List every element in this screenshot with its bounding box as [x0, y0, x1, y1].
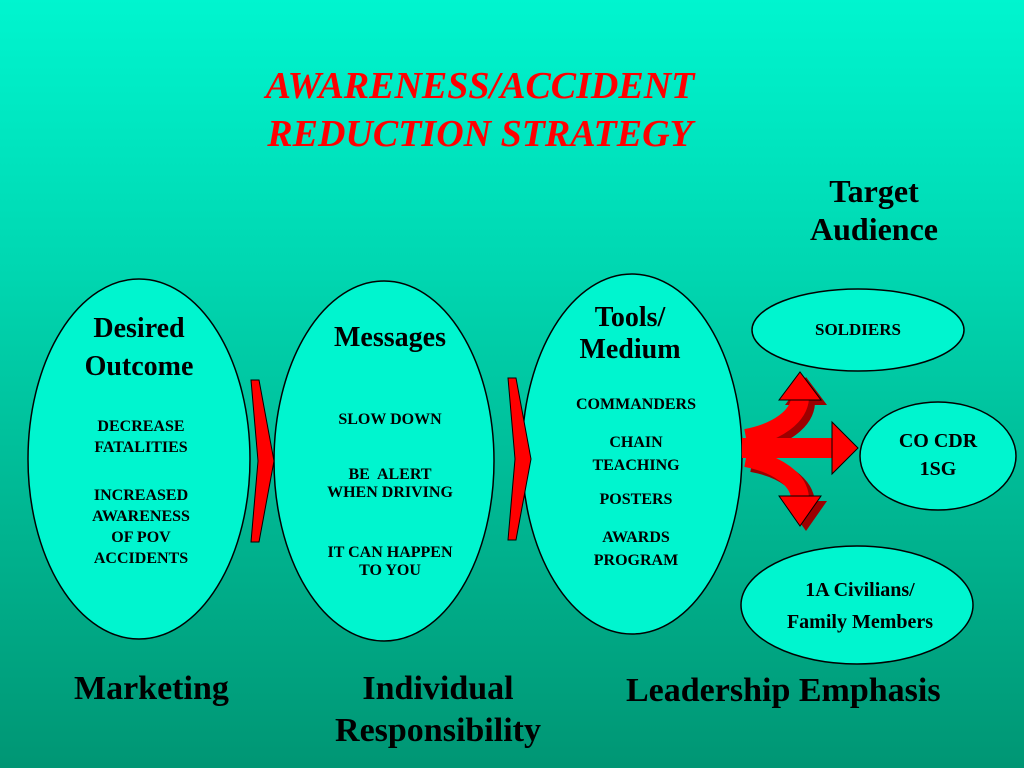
- desired-outcome-heading: Desired Outcome: [49, 312, 229, 388]
- tools-item-4-line-2: PROGRAM: [593, 552, 679, 569]
- desired-outcome-item-1: DECREASE FATALITIES: [49, 416, 233, 458]
- target-audience-heading: Target Audience: [774, 172, 974, 248]
- title-line-1: AWARENESS/ACCIDENT: [265, 65, 695, 107]
- label-individual-line-2: Responsibility: [335, 712, 541, 749]
- desired-outcome-item-2-line-1: INCREASED: [93, 487, 189, 504]
- tools-medium-heading-line-1: Tools/: [594, 302, 666, 333]
- label-leadership-emphasis: Leadership Emphasis: [626, 672, 941, 709]
- messages-heading: Messages: [334, 322, 446, 353]
- arrow-head-right: [831, 420, 859, 476]
- oval-civilians: [740, 545, 974, 665]
- desired-outcome-item-1-line-2: FATALITIES: [94, 439, 188, 456]
- audience-co-cdr-line-2: 1SG: [919, 458, 957, 480]
- arrow-branch-right: [742, 438, 834, 458]
- desired-outcome-heading-line-2: Outcome: [84, 351, 194, 382]
- tools-item-2-line-2: TEACHING: [592, 457, 680, 474]
- audience-civilians-line-2: Family Members: [786, 611, 934, 633]
- tools-item-4: AWARDS PROGRAM: [536, 526, 736, 572]
- audience-soldiers: SOLDIERS: [815, 320, 901, 339]
- audience-co-cdr-line-1: CO CDR: [898, 430, 978, 452]
- audience-co-cdr: CO CDR 1SG: [868, 427, 1008, 483]
- desired-outcome-item-1-line-1: DECREASE: [97, 418, 185, 435]
- title-line-2: REDUCTION STRATEGY: [267, 113, 693, 155]
- target-audience-line-2: Audience: [810, 211, 938, 247]
- oval-desired-outcome: [27, 278, 251, 640]
- desired-outcome-item-2-line-2: AWARENESS: [92, 508, 190, 525]
- label-individual-responsibility: Individual Responsibility: [300, 668, 576, 752]
- message-item-2: BE ALERT WHEN DRIVING: [290, 466, 490, 502]
- branching-arrow: [742, 371, 859, 531]
- audience-civilians-line-1: 1A Civilians/: [805, 579, 915, 601]
- tools-item-1: COMMANDERS: [576, 396, 696, 413]
- arrow-head-up: [778, 371, 822, 401]
- tools-item-2: CHAIN TEACHING: [536, 431, 736, 477]
- message-item-3-line-1: IT CAN HAPPEN: [327, 544, 453, 561]
- arrow-outcome-to-messages: [250, 379, 275, 543]
- label-individual-line-1: Individual: [362, 670, 514, 707]
- arrow-head-down: [778, 495, 822, 527]
- tools-item-3: POSTERS: [599, 491, 673, 508]
- oval-soldiers: [751, 288, 965, 372]
- desired-outcome-item-2-line-3: OF POV: [111, 529, 171, 546]
- desired-outcome-item-2-line-4: ACCIDENTS: [93, 550, 189, 567]
- tools-item-4-line-1: AWARDS: [602, 529, 670, 546]
- diagram-title: AWARENESS/ACCIDENT REDUCTION STRATEGY: [150, 62, 810, 158]
- oval-co-cdr: [859, 401, 1017, 511]
- target-audience-line-1: Target: [829, 173, 919, 209]
- arrow-branch-down: [744, 449, 809, 500]
- message-item-3-line-2: TO YOU: [359, 562, 421, 579]
- desired-outcome-item-2: INCREASED AWARENESS OF POV ACCIDENTS: [49, 485, 233, 569]
- tools-medium-heading: Tools/ Medium: [540, 302, 720, 366]
- arrow-messages-to-tools: [507, 377, 532, 541]
- message-item-2-line-2: WHEN DRIVING: [327, 484, 453, 501]
- arrow-branch-up: [744, 396, 809, 447]
- desired-outcome-heading-line-1: Desired: [93, 313, 185, 344]
- message-item-2-line-1: BE ALERT: [348, 466, 432, 483]
- label-marketing: Marketing: [74, 670, 229, 707]
- audience-civilians: 1A Civilians/ Family Members: [750, 574, 970, 638]
- tools-item-2-line-1: CHAIN: [609, 434, 663, 451]
- message-item-1: SLOW DOWN: [338, 411, 442, 428]
- tools-medium-heading-line-2: Medium: [579, 334, 681, 365]
- message-item-3: IT CAN HAPPEN TO YOU: [290, 544, 490, 580]
